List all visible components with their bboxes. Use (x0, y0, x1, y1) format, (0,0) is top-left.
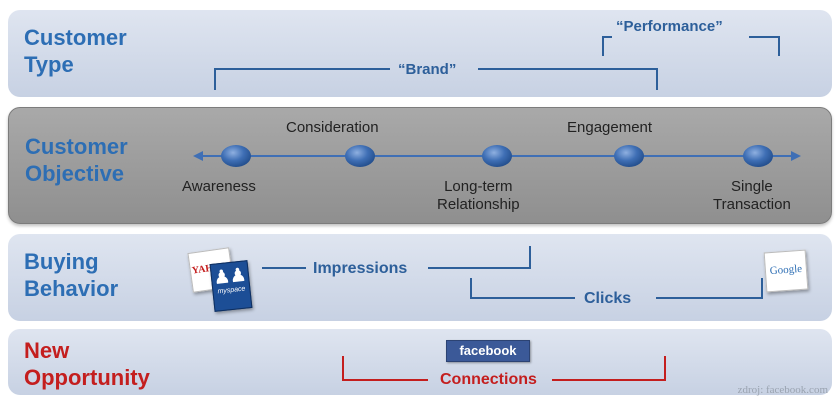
stage-node (482, 145, 512, 167)
axis-arrow-left (193, 151, 203, 161)
impressions-bracket (262, 246, 531, 269)
new-opportunity-band: New Opportunity (8, 329, 832, 395)
stage-awareness: Awareness (182, 178, 256, 195)
buying-behavior-title: Buying Behavior (24, 249, 119, 301)
axis-arrow-right (791, 151, 801, 161)
google-logo: Google (763, 249, 809, 293)
customer-type-band: Customer Type (8, 10, 832, 97)
stage-node (614, 145, 644, 167)
stage-node (345, 145, 375, 167)
impressions-label: Impressions (313, 260, 408, 277)
clicks-bracket (470, 278, 763, 299)
myspace-logo: ♟♟ myspace (209, 260, 253, 312)
stage-node (221, 145, 251, 167)
performance-label: “Performance” (616, 18, 723, 35)
facebook-logo-text: facebook (459, 343, 517, 358)
stage-engagement: Engagement (567, 119, 653, 136)
buying-behavior-band: Buying Behavior (8, 234, 832, 321)
google-logo-text: Google (769, 262, 803, 278)
new-opportunity-title: New Opportunity (24, 338, 150, 390)
stage-consideration: Consideration (286, 119, 379, 136)
clicks-label: Clicks (584, 290, 632, 307)
stage-single-transaction: Single Transaction (713, 178, 791, 213)
stage-node (743, 145, 773, 167)
connections-label: Connections (440, 371, 537, 388)
brand-label: “Brand” (398, 61, 457, 78)
customer-objective-band: Customer Objective (8, 107, 832, 224)
connections-bracket (342, 356, 666, 381)
facebook-logo: facebook (446, 340, 530, 362)
customer-objective-title: Customer Objective (25, 134, 128, 186)
brand-bracket (214, 68, 658, 90)
source-credit: zdroj: facebook.com (737, 384, 828, 396)
customer-type-title: Customer Type (24, 25, 127, 77)
performance-bracket (602, 36, 780, 56)
stage-long-term-relationship: Long-term Relationship (437, 178, 520, 213)
